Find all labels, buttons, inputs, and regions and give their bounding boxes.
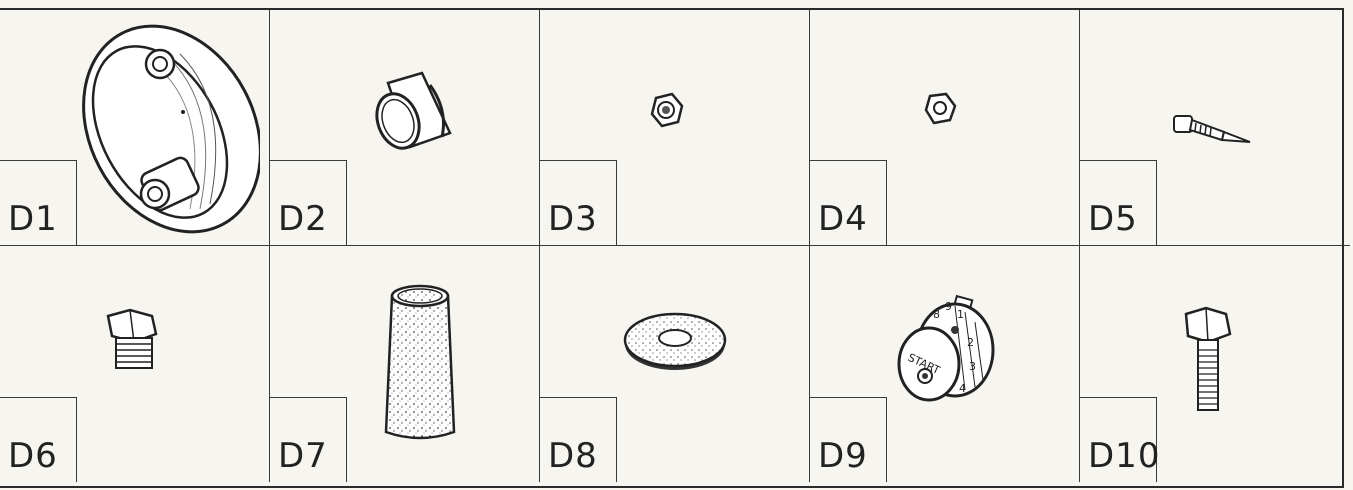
part-code-label: D9 — [818, 436, 868, 476]
dial-number: 3 — [969, 360, 976, 373]
part-cell-d8: D8 — [540, 246, 810, 482]
part-label-box: D7 — [270, 397, 347, 482]
start-dial-knob-icon: START 8 9 1 2 3 4 — [885, 292, 995, 412]
part-label-box: D3 — [540, 160, 617, 245]
dial-number: 1 — [957, 308, 964, 321]
part-cell-d1: D1 — [0, 10, 270, 246]
cone-cap-icon — [370, 65, 460, 165]
hex-nut-icon — [922, 90, 960, 128]
part-code-label: D4 — [818, 199, 868, 239]
part-cell-d2: D2 — [270, 10, 540, 246]
hex-plug-icon — [100, 306, 170, 376]
part-label-box: D4 — [810, 160, 887, 245]
felt-filter-element-icon — [380, 282, 460, 447]
part-code-label: D7 — [278, 436, 328, 476]
part-cell-d4: D4 — [810, 10, 1080, 246]
part-cell-d7: D7 — [270, 246, 540, 482]
cast-mounting-bracket-icon — [60, 14, 260, 244]
part-code-label: D3 — [548, 199, 598, 239]
dial-number: 2 — [967, 336, 974, 349]
part-code-label: D10 — [1088, 436, 1160, 476]
part-cell-d5: D5 — [1080, 10, 1350, 246]
part-label-box: D5 — [1080, 160, 1157, 245]
part-label-box: D6 — [0, 397, 77, 482]
part-cell-d3: D3 — [540, 10, 810, 246]
part-code-label: D1 — [8, 199, 58, 239]
part-label-box: D10 — [1080, 397, 1157, 482]
part-label-box: D2 — [270, 160, 347, 245]
part-label-box: D1 — [0, 160, 77, 245]
part-code-label: D8 — [548, 436, 598, 476]
part-label-box: D8 — [540, 397, 617, 482]
part-label-box: D9 — [810, 397, 887, 482]
part-cell-d6: D6 — [0, 246, 270, 482]
needle-jet-screw-icon — [1168, 110, 1258, 160]
part-cell-d10: D10 — [1080, 246, 1350, 482]
parts-grid: D1 D2 D3 — [0, 8, 1344, 488]
part-code-label: D2 — [278, 199, 328, 239]
hex-bolt-icon — [1178, 304, 1238, 419]
dial-number: 9 — [945, 300, 952, 313]
part-code-label: D5 — [1088, 199, 1138, 239]
part-cell-d9: START 8 9 1 2 3 4 D9 — [810, 246, 1080, 482]
dial-number: 4 — [959, 382, 966, 395]
cap-nut-icon — [648, 90, 688, 130]
dial-number: 8 — [933, 308, 940, 321]
part-code-label: D6 — [8, 436, 58, 476]
fibre-washer-icon — [620, 306, 730, 376]
